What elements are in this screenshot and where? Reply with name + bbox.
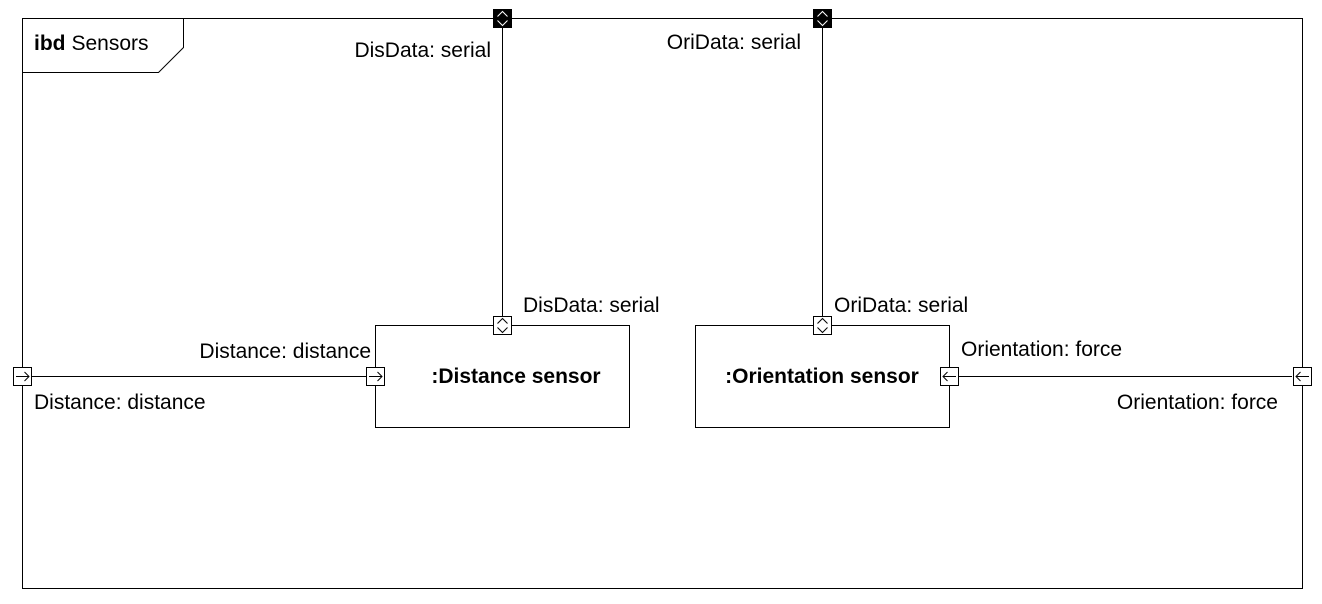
port-boundary-disdata[interactable] bbox=[493, 9, 512, 28]
part-orientation-sensor-label: :Orientation sensor bbox=[725, 365, 919, 388]
port-part-orientation-label: Orientation: force bbox=[961, 338, 1122, 361]
part-distance-sensor[interactable] bbox=[375, 325, 630, 428]
port-part-oridata[interactable] bbox=[813, 316, 832, 335]
inout-port-icon bbox=[497, 317, 508, 334]
port-boundary-distance[interactable] bbox=[13, 367, 32, 386]
inout-port-icon bbox=[817, 317, 828, 334]
port-boundary-orientation-label: Orientation: force bbox=[1117, 391, 1278, 414]
port-part-distance-label: Distance: distance bbox=[199, 340, 371, 363]
inout-port-icon bbox=[497, 10, 508, 27]
port-part-disdata-label: DisData: serial bbox=[523, 294, 660, 317]
frame-keyword: ibd bbox=[34, 32, 66, 55]
port-boundary-oridata[interactable] bbox=[813, 9, 832, 28]
in-arrow-port-icon bbox=[369, 371, 383, 382]
inout-port-icon bbox=[817, 10, 828, 27]
port-boundary-orientation[interactable] bbox=[1293, 367, 1312, 386]
frame-title: ibd Sensors bbox=[34, 32, 149, 55]
frame-name: Sensors bbox=[72, 32, 149, 55]
in-arrow-port-icon bbox=[942, 371, 956, 382]
port-part-oridata-label: OriData: serial bbox=[834, 294, 968, 317]
diagram-frame bbox=[22, 18, 1303, 589]
frame-name-tab bbox=[22, 18, 184, 73]
port-part-disdata[interactable] bbox=[493, 316, 512, 335]
port-boundary-distance-label: Distance: distance bbox=[34, 391, 206, 414]
in-arrow-port-icon bbox=[16, 371, 30, 382]
in-arrow-port-icon bbox=[1295, 371, 1309, 382]
port-part-orientation[interactable] bbox=[940, 367, 959, 386]
port-boundary-oridata-label: OriData: serial bbox=[667, 31, 801, 54]
port-part-distance[interactable] bbox=[366, 367, 385, 386]
part-orientation-sensor[interactable] bbox=[695, 325, 950, 428]
part-distance-sensor-label: :Distance sensor bbox=[431, 365, 600, 388]
port-boundary-disdata-label: DisData: serial bbox=[354, 39, 491, 62]
